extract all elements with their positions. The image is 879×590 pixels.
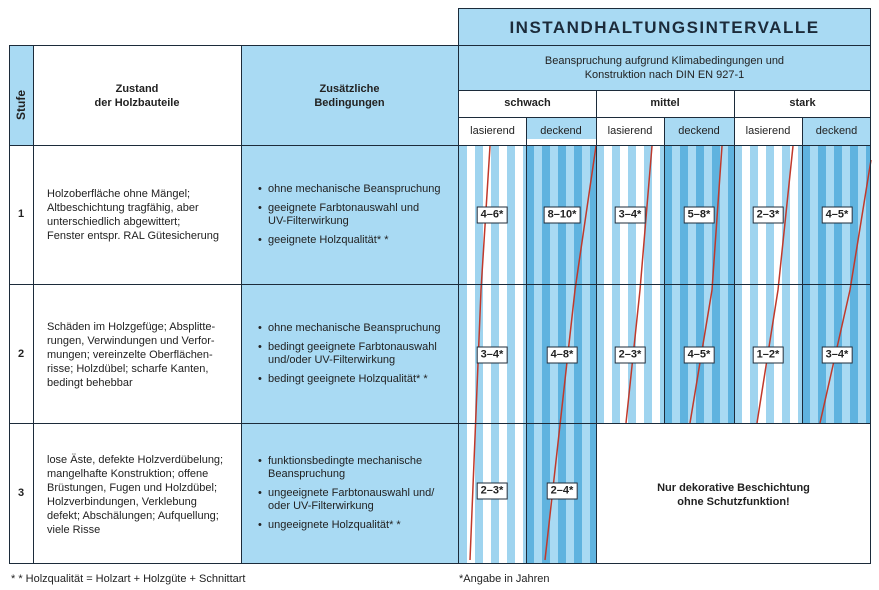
value-r3-c1: 2–3* — [476, 482, 508, 500]
header-sub-5: lasierend — [745, 125, 791, 137]
value-r1-c2: 8–10* — [543, 206, 581, 224]
list-item: geeignete Holzqualität* * — [258, 234, 453, 247]
row3-zustand: lose Äste, defekte Holzverdübelung; mang… — [47, 454, 224, 536]
list-item: bedingt geeignete Holzqualität* * — [258, 373, 453, 386]
value-r2-c6: 3–4* — [821, 346, 853, 364]
list-item: ungeeignete Holzqualität* * — [258, 519, 453, 532]
list-item: ohne mechanische Beanspruchung — [258, 322, 453, 335]
header-stufe-cell — [9, 46, 33, 145]
value-r2-c3: 2–3* — [614, 346, 646, 364]
header-group-schwach: schwach — [504, 97, 551, 109]
table-title: INSTANDHALTUNGSINTERVALLE — [458, 8, 871, 46]
value-r1-c4: 5–8* — [683, 206, 715, 224]
header-sub-4: deckend — [664, 118, 734, 145]
row3-note: Nur dekorative Beschichtung ohne Schutzf… — [657, 482, 810, 508]
value-r1-c5: 2–3* — [752, 206, 784, 224]
value-r1-c6: 4–5* — [821, 206, 853, 224]
row2-stufe: 2 — [17, 348, 25, 360]
header-zustand-cell — [33, 46, 241, 145]
header-sub-2: deckend — [526, 118, 596, 139]
footnote-holzqualitaet: * * Holzqualität = Holzart + Holzgüte + … — [11, 573, 246, 585]
row3-bedingungen: funktionsbedingte mechanischeBeanspruchu… — [258, 455, 453, 538]
header-group-mittel: mittel — [650, 97, 680, 109]
row1-stufe: 1 — [17, 208, 25, 220]
footnote-angabe: *Angabe in Jahren — [459, 573, 550, 585]
value-r3-c2: 2–4* — [546, 482, 578, 500]
header-bedingungen: Zusätzliche Bedingungen — [314, 83, 385, 109]
value-r1-c1: 4–6* — [476, 206, 508, 224]
row1-zustand: Holzoberfläche ohne Mängel; Altbeschicht… — [47, 188, 220, 242]
value-r2-c1: 3–4* — [476, 346, 508, 364]
value-r1-c3: 3–4* — [614, 206, 646, 224]
header-group-stark: stark — [789, 97, 816, 109]
list-item: funktionsbedingte mechanischeBeanspruchu… — [258, 455, 453, 481]
list-item: ungeeignete Farbtonauswahl und/oder UV-F… — [258, 487, 453, 513]
row2-bedingungen: ohne mechanische Beanspruchung bedingt g… — [258, 322, 453, 392]
header-beanspruchung: Beanspruchung aufgrund Klimabedingungen … — [544, 55, 785, 81]
header-sub-3: lasierend — [607, 125, 653, 137]
header-sub-6: deckend — [802, 118, 871, 145]
header-beanspruchung-cell — [458, 46, 871, 90]
header-sub-1: lasierend — [470, 125, 515, 137]
header-bedingungen-cell — [241, 46, 458, 145]
list-item: ohne mechanische Beanspruchung — [258, 183, 453, 196]
list-item: geeignete Farbtonauswahl undUV-Filterwir… — [258, 202, 453, 228]
row3-stufe: 3 — [17, 487, 25, 499]
list-item: bedingt geeignete Farbtonauswahlund/oder… — [258, 341, 453, 367]
value-r2-c5: 1–2* — [752, 346, 784, 364]
header-stufe: Stufe — [14, 90, 28, 120]
value-r2-c2: 4–8* — [546, 346, 578, 364]
value-r2-c4: 4–5* — [683, 346, 715, 364]
header-zustand: Zustand der Holzbauteile — [94, 83, 180, 109]
row2-zustand: Schäden im Holzgefüge; Absplitte- rungen… — [47, 321, 216, 389]
row1-bedingungen: ohne mechanische Beanspruchung geeignete… — [258, 183, 453, 253]
